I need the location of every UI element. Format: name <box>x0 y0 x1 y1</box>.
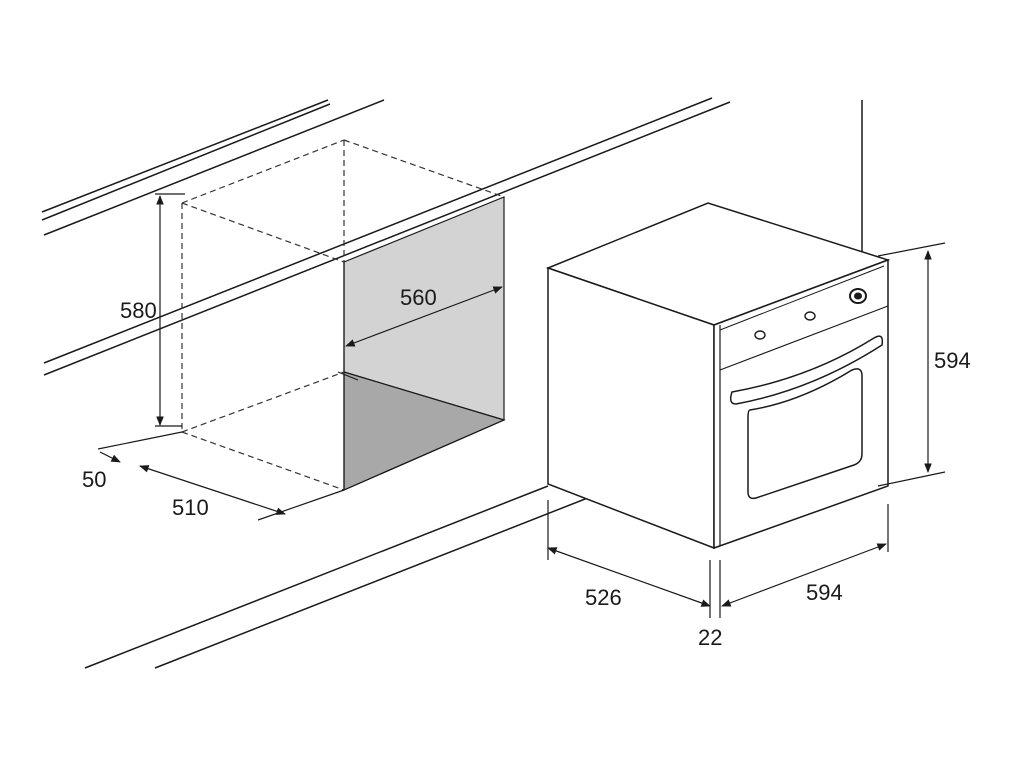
oven-knob-small-right[interactable] <box>804 311 816 321</box>
dashed-edge <box>181 202 345 263</box>
dashed-edge <box>343 139 505 198</box>
extension-line <box>337 371 359 381</box>
control-panel-line <box>719 305 889 371</box>
rear-gap-label: 50 <box>82 467 106 492</box>
oven <box>545 202 891 550</box>
width-dimension-line <box>345 286 503 347</box>
floor-lines <box>84 485 609 669</box>
oven-height-label: 594 <box>934 348 971 373</box>
oven-width-dimension-line <box>721 543 887 607</box>
cavity-width-label: 560 <box>400 285 437 310</box>
oven-door-handle[interactable] <box>729 335 884 405</box>
worktop-edge-line <box>43 97 713 364</box>
cavity-dimension-lines <box>97 193 503 521</box>
oven-door-window <box>747 368 863 500</box>
dashed-edge <box>181 139 345 204</box>
cavity-height-label: 580 <box>120 298 157 323</box>
extension-line <box>877 471 946 487</box>
cavity-depth-label: 510 <box>172 495 209 520</box>
worktop-edge-line <box>43 99 385 236</box>
control-panel-top-line <box>719 265 885 331</box>
oven-knob-small-left[interactable] <box>754 330 766 340</box>
extension-line <box>257 489 345 521</box>
oven-width-label: 594 <box>806 580 843 605</box>
dashed-edge <box>181 431 345 491</box>
floor-line <box>84 485 549 669</box>
oven-knob-large-inner <box>854 292 862 300</box>
cavity <box>181 139 506 491</box>
cavity-bottom-edge <box>343 419 505 491</box>
extension-line <box>877 242 946 257</box>
dimension-labels: 580 560 50 510 594 526 594 22 <box>82 285 971 650</box>
depth-dimension-line <box>139 465 286 515</box>
oven-depth-dimension-line <box>547 547 711 607</box>
depth-dimension-line <box>99 451 121 463</box>
worktop-edge-line <box>41 99 329 213</box>
oven-dimension-lines <box>547 242 946 618</box>
oven-depth-label: 526 <box>585 585 622 610</box>
floor-line <box>154 489 609 669</box>
cavity-hidden-edges <box>181 139 505 491</box>
front-panel-depth-label: 22 <box>698 625 722 650</box>
worktop-edge-line <box>41 103 331 221</box>
extension-line <box>97 431 183 450</box>
dashed-edge <box>181 371 345 433</box>
